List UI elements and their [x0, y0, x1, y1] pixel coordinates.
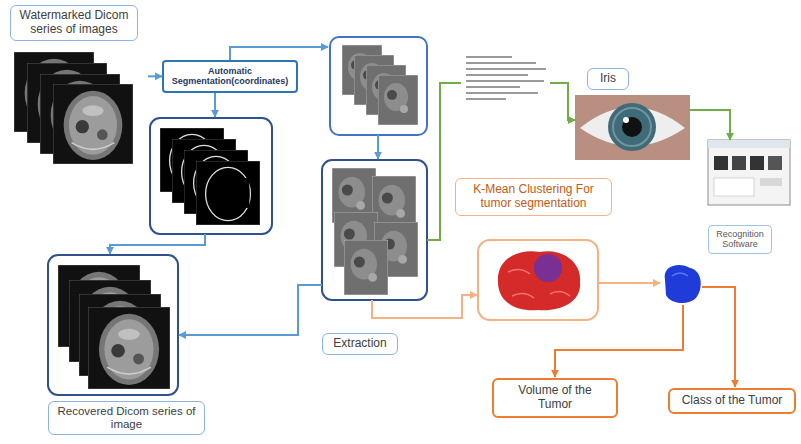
caption-box: Extraction [322, 333, 398, 355]
iris-node: Iris [575, 68, 690, 160]
extracted-slices [332, 168, 418, 295]
skin [575, 95, 690, 160]
thumbnail [732, 156, 746, 170]
mask-slice [196, 161, 260, 225]
pupil [622, 117, 642, 137]
mri-slice [53, 84, 133, 164]
code-line [466, 92, 538, 94]
connector-arrow [690, 110, 730, 140]
box-label: Recognition Software [712, 229, 768, 250]
button [760, 178, 782, 186]
image-frame [48, 255, 178, 395]
window [708, 140, 790, 205]
thumbnail [750, 156, 764, 170]
tumor-highlight [672, 273, 688, 276]
software-screenshot [708, 140, 790, 205]
crop-slice [378, 75, 418, 125]
flow-line [555, 305, 683, 377]
code-line [466, 74, 528, 76]
code-line [466, 56, 512, 58]
flow-line [598, 282, 660, 284]
label-box: Iris [587, 68, 629, 90]
box-label: Watermarked Dicom series of images [16, 9, 132, 37]
flow-line [179, 285, 322, 335]
box-label: Iris [593, 72, 623, 86]
connector-arrow [148, 75, 162, 77]
flow-lines [110, 47, 735, 387]
flow-line [427, 83, 461, 240]
flow-line [377, 135, 379, 159]
code-line [466, 68, 546, 70]
crop-slice [344, 240, 388, 295]
brain [498, 251, 580, 310]
image-frame [330, 37, 427, 135]
code-snippet [466, 56, 546, 100]
tumor-blob [665, 265, 701, 303]
mri-slice [88, 307, 170, 389]
image-frame [150, 118, 272, 234]
process-box: K-Mean Clustering For tumor segmentation [455, 178, 612, 216]
dicom-stack [14, 52, 133, 164]
output-box: Class of the Tumor [668, 388, 796, 414]
box-label: Volume of the Tumor [500, 384, 610, 412]
flow-line [372, 295, 477, 318]
image-frame [322, 160, 427, 300]
process-box: Automatic Segmentation(coordinates) [162, 60, 298, 93]
image-frame [478, 240, 598, 320]
box-label: Class of the Tumor [676, 394, 788, 408]
iris [608, 103, 656, 151]
box-label: K-Mean Clustering For tumor segmentation [462, 183, 605, 211]
box-label: Recovered Dicom series of image [54, 405, 199, 431]
box-label: Extraction [328, 337, 392, 351]
panel [714, 178, 754, 196]
label-box: Watermarked Dicom series of images [10, 5, 138, 41]
flow-line [230, 47, 328, 60]
flow-line [110, 234, 205, 254]
thumbnail [714, 156, 728, 170]
code-line [466, 80, 544, 82]
label-box: Recognition Software [708, 225, 772, 254]
mask-slices [160, 128, 260, 225]
code-line [466, 98, 506, 100]
input-node: Watermarked Dicom series of images [10, 5, 148, 165]
recovered-slices [58, 265, 170, 389]
highlight [623, 117, 629, 123]
brain-render [498, 251, 580, 310]
software-node: Recognition Software [706, 140, 792, 260]
output-box: Volume of the Tumor [492, 378, 618, 418]
title-bar [708, 140, 790, 148]
cropped-slices [342, 45, 418, 125]
box-label: Automatic Segmentation(coordinates) [168, 66, 292, 87]
iris-photo [575, 95, 690, 160]
thumbnail [768, 156, 782, 170]
flow-line [550, 83, 575, 120]
code-line [466, 62, 536, 64]
iris-ring [613, 108, 651, 146]
flow-line [702, 287, 735, 387]
flow-line [214, 93, 216, 117]
caption-box: Recovered Dicom series of image [48, 401, 205, 435]
code-line [466, 86, 520, 88]
tumor [534, 254, 562, 282]
